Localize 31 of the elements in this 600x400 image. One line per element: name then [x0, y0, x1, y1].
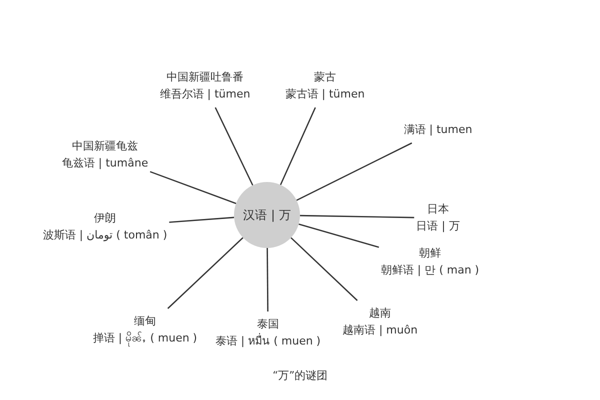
connector-line	[214, 107, 254, 186]
connector-line	[169, 216, 234, 223]
connector-line	[280, 107, 316, 186]
word-label: 泰语 | หมื่น ( muen )	[215, 334, 321, 348]
region-label: 缅甸	[133, 314, 157, 328]
connector-line	[290, 237, 358, 301]
word-label: 满语 | tumen	[404, 123, 472, 137]
region-label: 泰国	[256, 318, 280, 332]
region-label: 日本	[426, 202, 450, 216]
region-label: 越南	[368, 306, 392, 320]
region-label: 伊朗	[93, 212, 117, 226]
word-label: 蒙古语 | tümen	[285, 88, 365, 102]
hub-circle: 汉语 | 万	[234, 182, 300, 248]
word-label: 龟兹语 | tumâne	[62, 156, 148, 170]
connector-line	[150, 171, 236, 204]
region-label: 朝鲜	[418, 246, 442, 260]
caption: “万”的谜团	[272, 368, 328, 383]
connector-line	[266, 248, 268, 312]
region-label: 蒙古	[313, 70, 337, 84]
connector-line	[298, 224, 380, 248]
connector-line	[296, 142, 412, 201]
word-label: 波斯语 | تومان ( tomân )	[42, 228, 168, 242]
word-label: 维吾尔语 | tümen	[160, 88, 250, 102]
word-label: 掸语 | မိုၼ်ႇ ( muen )	[92, 332, 198, 346]
word-label: 日语 | 万	[416, 220, 460, 234]
word-label: 越南语 | muôn	[342, 324, 418, 338]
connector-line	[300, 214, 414, 218]
region-label: 中国新疆龟兹	[71, 140, 139, 154]
connector-line	[167, 237, 244, 309]
word-label: 朝鲜语 | 만 ( man )	[380, 264, 480, 278]
region-label: 中国新疆吐鲁番	[166, 70, 244, 84]
